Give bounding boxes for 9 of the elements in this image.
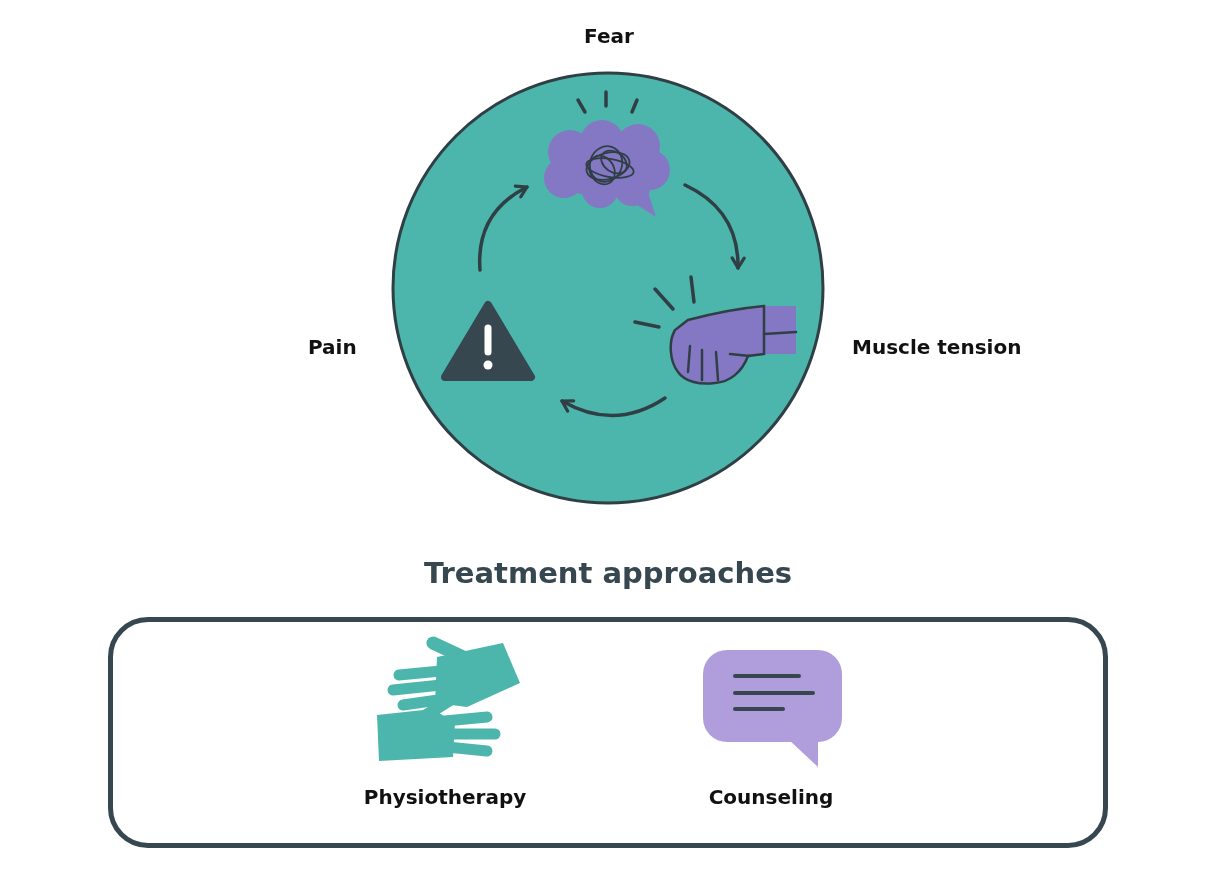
node-label: Fear	[584, 24, 634, 48]
curved-arrow	[683, 183, 746, 270]
node-label: Physiotherapy	[363, 785, 527, 809]
node-label: Counseling	[708, 785, 834, 809]
node-label: Muscle tension	[852, 335, 1022, 359]
node-label: Pain	[308, 335, 357, 359]
curved-arrow	[477, 185, 529, 272]
curved-arrow	[560, 396, 667, 418]
section-heading: Treatment approaches	[423, 555, 793, 591]
